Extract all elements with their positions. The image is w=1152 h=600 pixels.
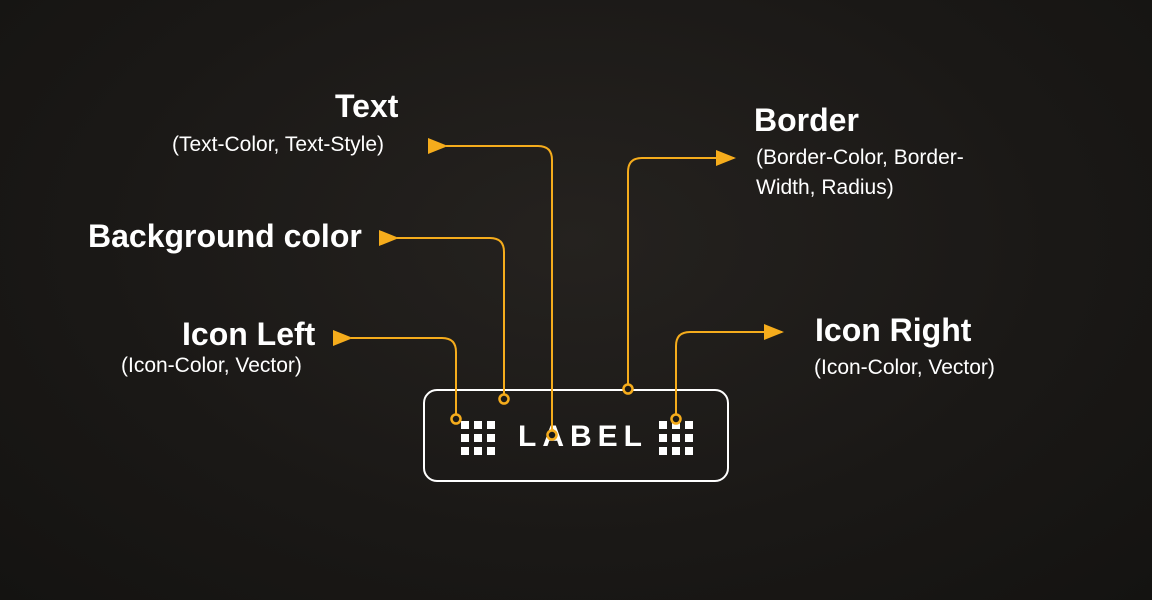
grid-icon-left xyxy=(461,421,495,455)
example-button xyxy=(423,389,729,482)
grid-icon-right xyxy=(659,421,693,455)
border-connector xyxy=(627,150,736,385)
background-connector xyxy=(379,230,505,395)
text-subtitle: (Text-Color, Text-Style) xyxy=(172,133,384,156)
text-connector xyxy=(428,138,553,431)
icon-left-connector xyxy=(333,330,457,415)
icon-left-subtitle: (Icon-Color, Vector) xyxy=(121,354,302,377)
text-title: Text xyxy=(335,88,399,124)
icon-left-title: Icon Left xyxy=(182,316,316,352)
button-label: LABEL xyxy=(518,420,648,453)
icon-right-title: Icon Right xyxy=(815,312,972,348)
background-title: Background color xyxy=(88,218,362,254)
icon-right-connector xyxy=(675,324,784,415)
icon-right-subtitle: (Icon-Color, Vector) xyxy=(814,356,995,379)
border-subtitle-2: Width, Radius) xyxy=(756,176,894,199)
border-title: Border xyxy=(754,102,859,138)
border-subtitle-1: (Border-Color, Border- xyxy=(756,146,964,169)
